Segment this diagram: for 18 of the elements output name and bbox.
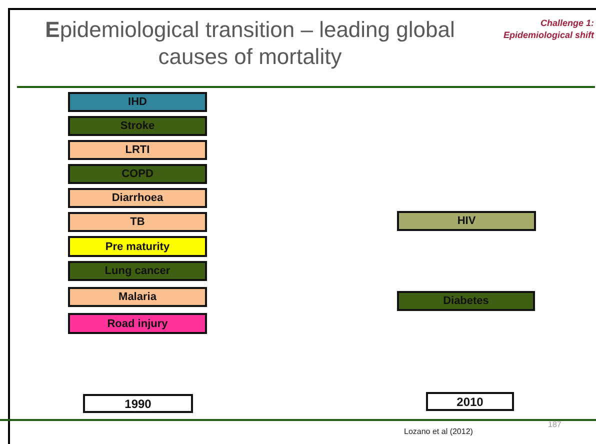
cause-bar: Lung cancer: [68, 261, 207, 281]
cause-bar: IHD: [68, 92, 207, 112]
year-label: 1990: [83, 394, 193, 413]
cause-bar: LRTI: [68, 140, 207, 160]
source-citation: Lozano et al (2012): [404, 427, 473, 436]
year-label: 2010: [426, 392, 514, 411]
page-number: 187: [548, 420, 562, 429]
cause-bar: Malaria: [68, 287, 207, 307]
slide-title: Epidemiological transition – leading global causes of mortality: [44, 16, 456, 70]
cause-bar: Pre maturity: [68, 236, 207, 257]
section-tag: Challenge 1: Epidemiological shift: [474, 17, 594, 41]
cause-bar: Diabetes: [397, 291, 535, 311]
cause-bar: TB: [68, 212, 207, 232]
cause-bar: Road injury: [68, 313, 207, 334]
cause-bar: HIV: [397, 211, 536, 231]
cause-bar: Diarrhoea: [68, 188, 207, 208]
cause-bar: COPD: [68, 164, 207, 184]
cause-bar: Stroke: [68, 116, 207, 136]
